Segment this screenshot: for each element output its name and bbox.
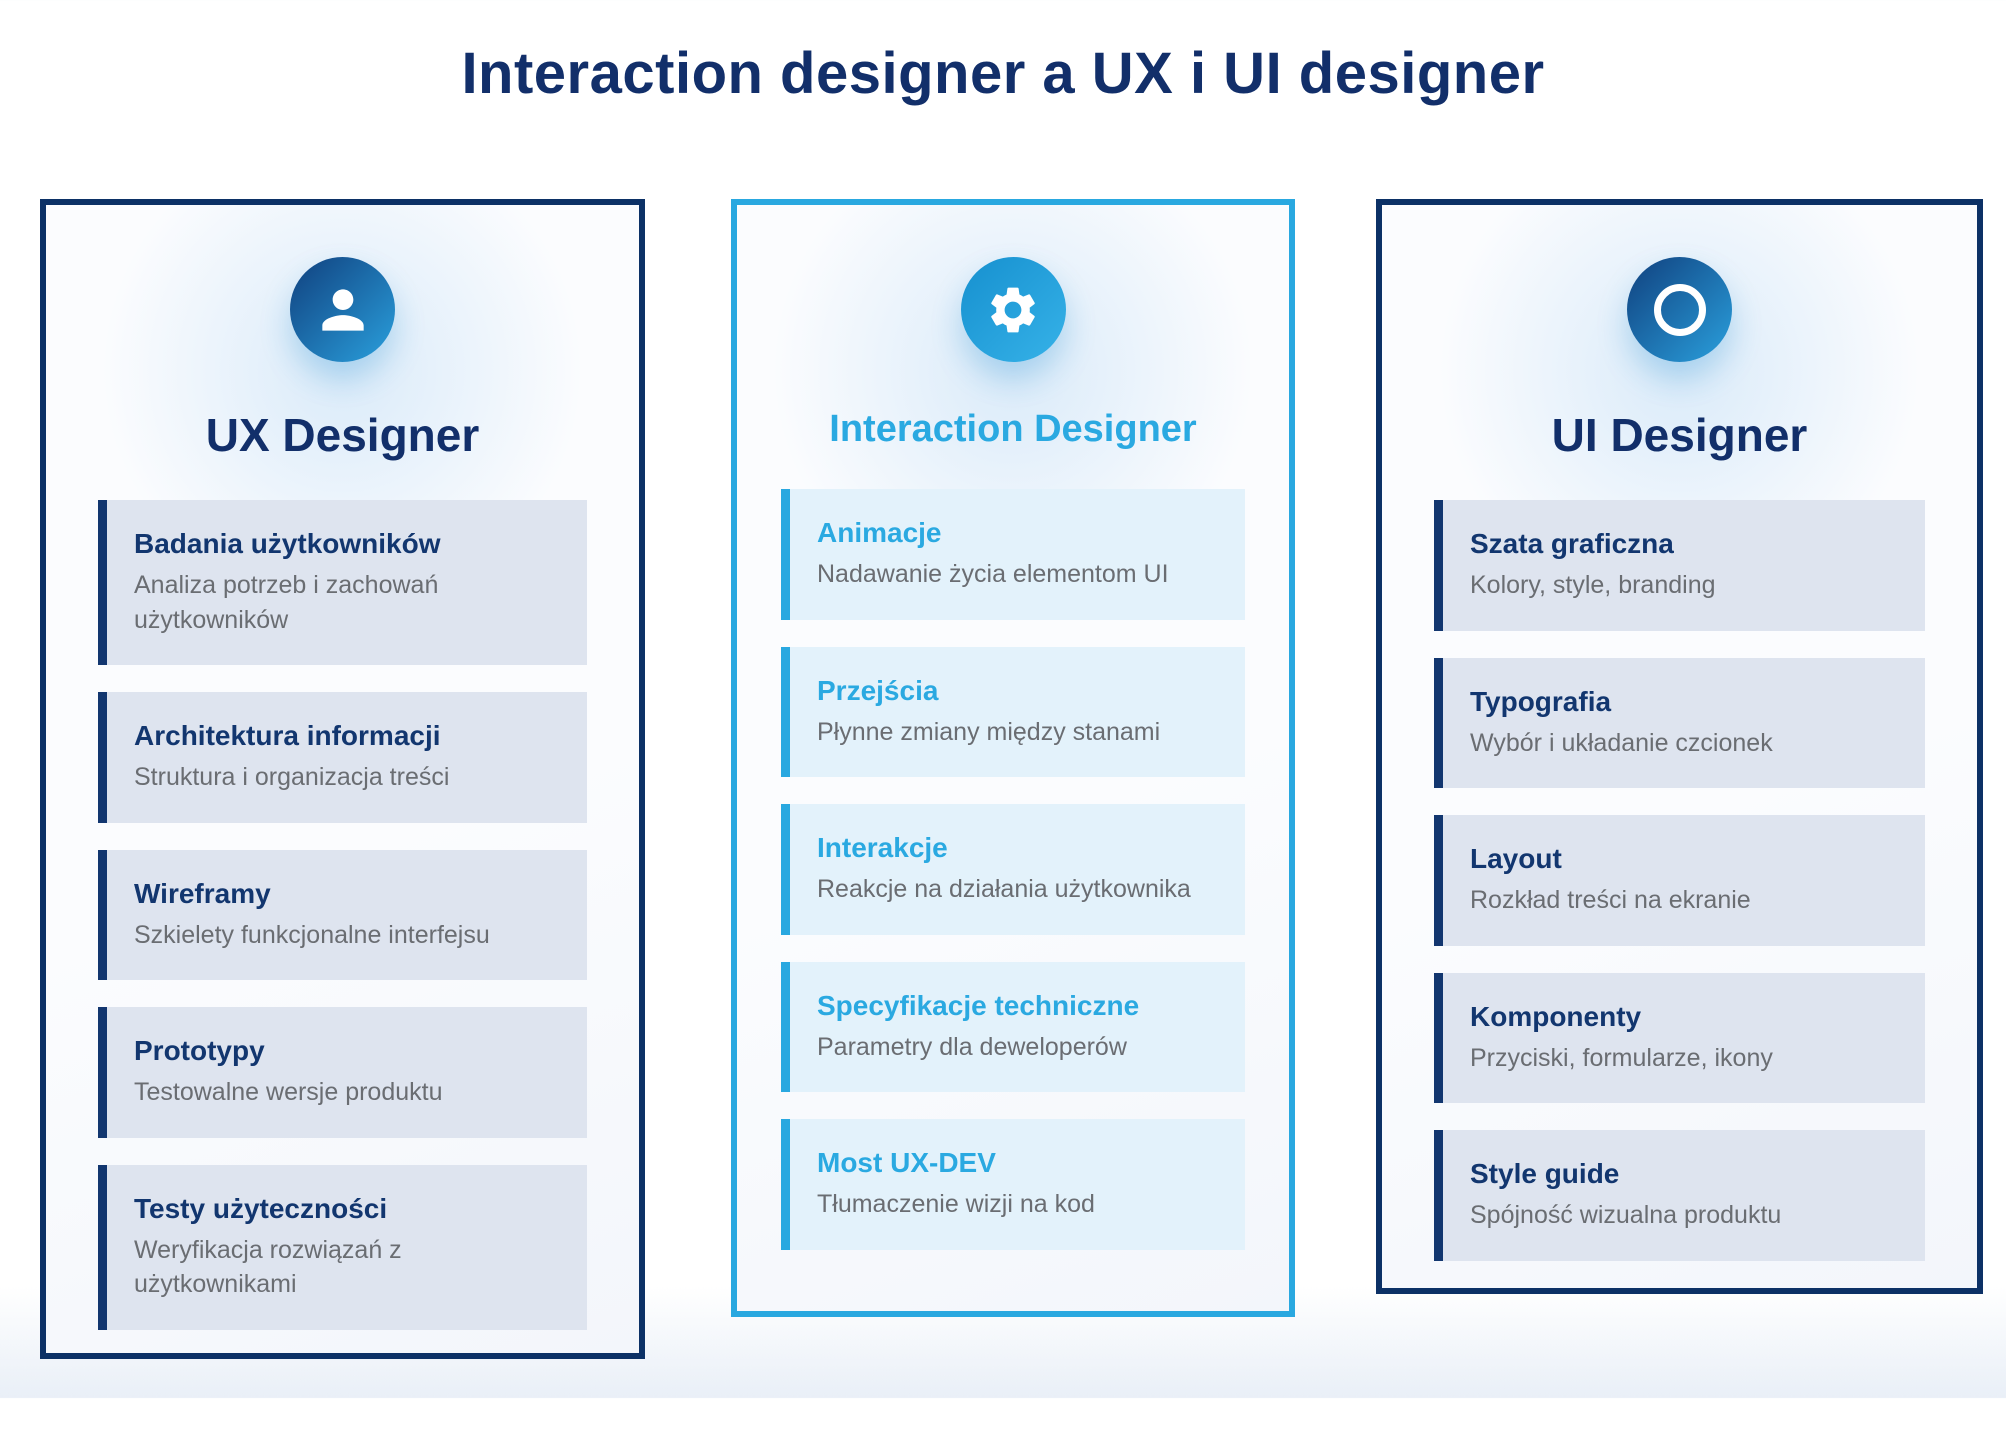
item-description: Struktura i organizacja treści bbox=[134, 763, 450, 791]
item-description: Nadawanie życia elementom UI bbox=[817, 560, 1169, 588]
list-item: Szata graficzna Kolory, style, branding bbox=[1434, 500, 1925, 631]
circle-outline-icon bbox=[1627, 257, 1732, 362]
item-title: Specyfikacje techniczne bbox=[817, 989, 1140, 1021]
infographic: Interaction designer a UX i UI designer … bbox=[0, 40, 2006, 1359]
list-item: Prototypy Testowalne wersje produktu bbox=[98, 1007, 587, 1138]
item-title: Szata graficzna bbox=[1470, 528, 1674, 559]
item-title: Testy użyteczności bbox=[134, 1192, 388, 1224]
item-title: Prototypy bbox=[134, 1035, 265, 1066]
interaction-designer-card: Interaction Designer Animacje Nadawanie … bbox=[731, 199, 1295, 1317]
list-item: Specyfikacje techniczne Parametry dla de… bbox=[781, 961, 1245, 1092]
item-description: Testowalne wersje produktu bbox=[134, 1078, 443, 1106]
list-item: Testy użyteczności Weryfikacja rozwiązań… bbox=[98, 1164, 587, 1330]
ui-designer-card: UI Designer Szata graficzna Kolory, styl… bbox=[1376, 199, 1983, 1294]
item-title: Badania użytkowników bbox=[134, 528, 441, 559]
item-title: Layout bbox=[1470, 843, 1562, 874]
item-description: Przyciski, formularze, ikony bbox=[1470, 1043, 1773, 1072]
list-item: Architektura informacji Struktura i orga… bbox=[98, 692, 587, 823]
list-item: Komponenty Przyciski, formularze, ikony bbox=[1434, 972, 1925, 1103]
ux-card-title: UX Designer bbox=[205, 409, 480, 461]
item-description: Reakcje na działania użytkownika bbox=[817, 875, 1191, 903]
item-description: Płynne zmiany między stanami bbox=[817, 717, 1161, 746]
item-title: Wireframy bbox=[134, 877, 271, 909]
item-description: Parametry dla deweloperów bbox=[817, 1032, 1127, 1061]
interaction-card-title: Interaction Designer bbox=[829, 408, 1197, 450]
list-item: Wireframy Szkielety funkcjonalne interfe… bbox=[98, 849, 587, 980]
item-title: Most UX-DEV bbox=[817, 1147, 996, 1178]
item-description: Tłumaczenie wizji na kod bbox=[817, 1190, 1095, 1218]
item-description: Weryfikacja rozwiązań z użytkownikami bbox=[134, 1235, 402, 1299]
list-item: Layout Rozkład treści na ekranie bbox=[1434, 815, 1925, 946]
interaction-item-list: Animacje Nadawanie życia elementom UI Pr… bbox=[781, 489, 1245, 1250]
item-description: Kolory, style, branding bbox=[1470, 571, 1716, 599]
ux-item-list: Badania użytkowników Analiza potrzeb i z… bbox=[98, 500, 587, 1330]
item-description: Wybór i układanie czcionek bbox=[1470, 728, 1773, 757]
item-description: Spójność wizualna produktu bbox=[1470, 1201, 1782, 1229]
item-title: Animacje bbox=[817, 517, 942, 548]
ring-shape bbox=[1653, 283, 1706, 336]
list-item: Animacje Nadawanie życia elementom UI bbox=[781, 489, 1245, 620]
page-title: Interaction designer a UX i UI designer bbox=[461, 41, 1545, 106]
item-title: Style guide bbox=[1470, 1158, 1620, 1189]
list-item: Style guide Spójność wizualna produktu bbox=[1434, 1130, 1925, 1261]
item-description: Analiza potrzeb i zachowań użytkowników bbox=[134, 571, 439, 634]
list-item: Interakcje Reakcje na działania użytkown… bbox=[781, 804, 1245, 935]
cards-row: UX Designer Badania użytkowników Analiza… bbox=[40, 199, 2006, 1359]
list-item: Typografia Wybór i układanie czcionek bbox=[1434, 657, 1925, 788]
item-description: Rozkład treści na ekranie bbox=[1470, 886, 1751, 914]
item-title: Komponenty bbox=[1470, 1000, 1642, 1032]
list-item: Przejścia Płynne zmiany między stanami bbox=[781, 646, 1245, 777]
ui-card-title: UI Designer bbox=[1551, 409, 1808, 461]
item-title: Przejścia bbox=[817, 674, 939, 706]
item-title: Interakcje bbox=[817, 832, 948, 863]
item-description: Szkielety funkcjonalne interfejsu bbox=[134, 920, 490, 949]
ui-item-list: Szata graficzna Kolory, style, branding … bbox=[1434, 500, 1925, 1261]
item-title: Architektura informacji bbox=[134, 720, 441, 751]
list-item: Most UX-DEV Tłumaczenie wizji na kod bbox=[781, 1119, 1245, 1250]
ux-designer-card: UX Designer Badania użytkowników Analiza… bbox=[40, 199, 645, 1359]
list-item: Badania użytkowników Analiza potrzeb i z… bbox=[98, 500, 587, 665]
item-title: Typografia bbox=[1470, 685, 1612, 717]
person-icon bbox=[290, 257, 395, 362]
gear-icon bbox=[960, 257, 1066, 362]
